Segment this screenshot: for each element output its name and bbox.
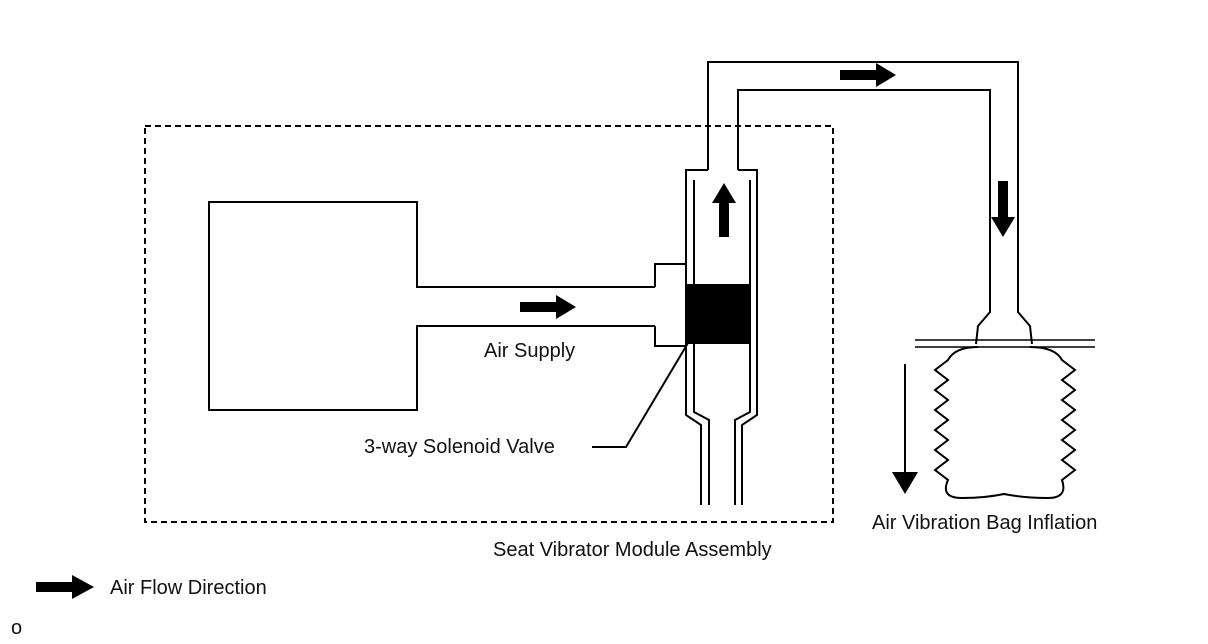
corner-mark: o xyxy=(11,617,22,639)
valve-body-outer-right xyxy=(738,169,758,505)
bag-inflation-label: Air Vibration Bag Inflation xyxy=(872,512,1097,534)
top-flow-arrow xyxy=(840,63,896,87)
up-flow-arrow xyxy=(712,183,736,237)
supply-flow-arrow xyxy=(520,295,576,319)
module-boundary xyxy=(144,125,834,523)
module-assembly-label: Seat Vibrator Module Assembly xyxy=(493,539,772,561)
output-pipe-outer xyxy=(707,61,1033,345)
legend-label: Air Flow Direction xyxy=(110,577,267,599)
down-flow-arrow xyxy=(991,181,1015,237)
inflation-arrow-head xyxy=(892,472,918,494)
output-pipe-inner xyxy=(737,89,991,345)
solenoid-valve-label: 3-way Solenoid Valve xyxy=(364,436,555,458)
solenoid-valve-block xyxy=(686,284,750,342)
legend-arrow xyxy=(36,575,94,599)
upper-junction-step xyxy=(654,263,686,287)
air-supply-label: Air Supply xyxy=(484,340,575,362)
lower-junction-step xyxy=(654,326,686,347)
valve-body-outer xyxy=(685,169,708,505)
air-source-tank xyxy=(208,201,655,411)
vibration-bag xyxy=(933,346,1077,500)
solenoid-leader-line xyxy=(592,342,689,448)
